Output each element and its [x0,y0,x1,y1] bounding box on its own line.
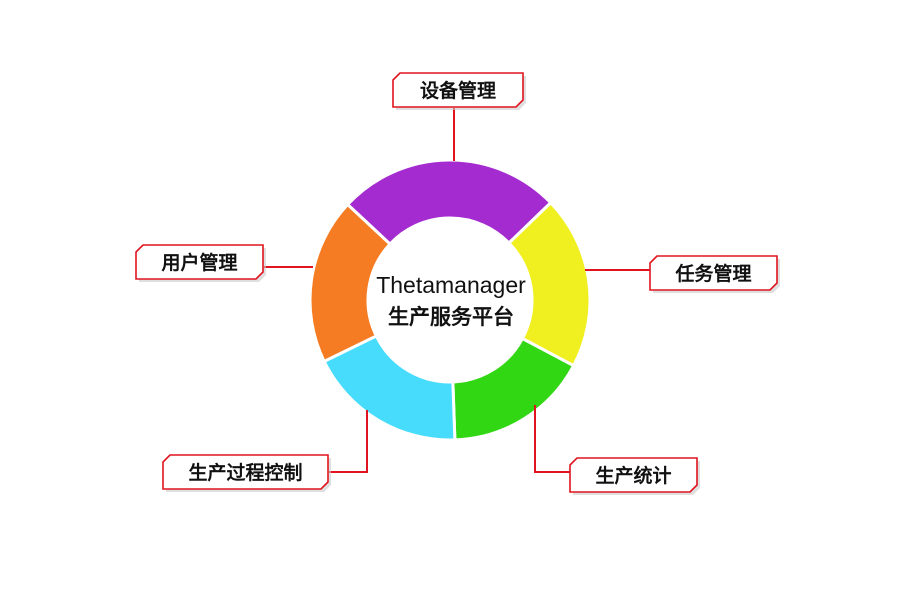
label-box-equipment-management: 设备管理 [392,72,526,110]
label-text-production-statistics: 生产统计 [595,464,671,487]
label-frame [162,454,329,490]
label-text-user-management: 用户管理 [161,251,237,274]
module-ring [308,158,592,442]
label-box-production-process-control: 生产过程控制 [162,454,331,492]
center-subtitle: 生产服务平台 [388,305,514,329]
label-text-production-process-control: 生产过程控制 [188,461,302,484]
label-box-production-statistics: 生产统计 [569,457,700,495]
label-frame [392,72,524,108]
label-frame [135,244,264,280]
label-frame [649,255,778,291]
label-box-user-management: 用户管理 [135,244,266,282]
label-text-equipment-management: 设备管理 [420,79,496,102]
connector-production-process-control [329,410,368,473]
ring-segment-equipment-management [345,158,553,247]
center-title: Thetamanager [376,272,526,298]
label-frame [569,457,698,493]
label-text-task-management: 任务管理 [674,262,751,285]
center-label: Thetamanager 生产服务平台 [376,272,526,329]
connectors [264,108,650,473]
connector-production-statistics [534,405,570,473]
ring-segment-user-management [308,202,393,364]
label-box-task-management: 任务管理 [649,255,780,293]
